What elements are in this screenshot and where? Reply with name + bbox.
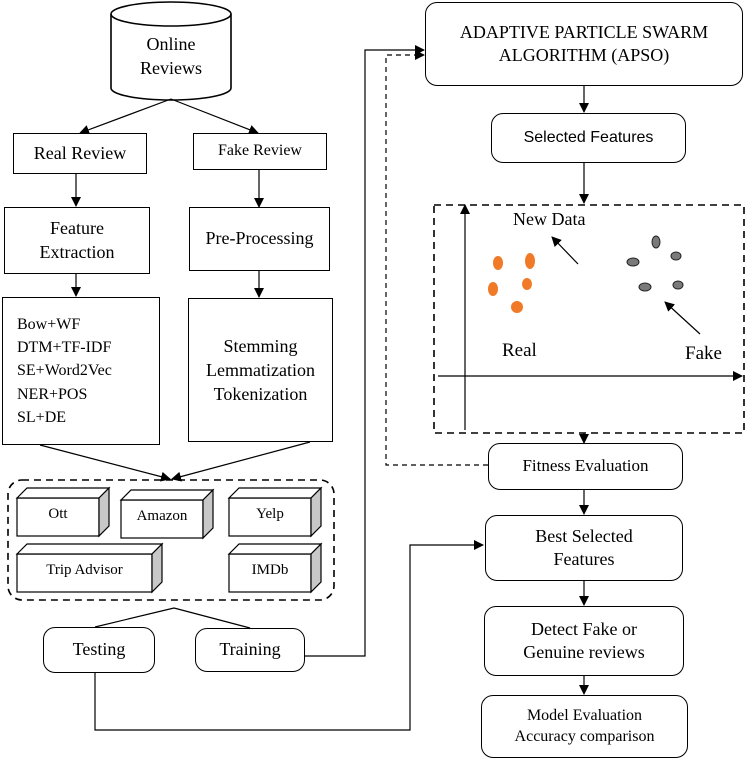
training-box: Training [195, 628, 305, 672]
pre-processing-box: Pre-Processing [189, 207, 330, 271]
model-eval-line2: Accuracy comparison [514, 727, 655, 745]
dataset-yelp-label: Yelp [256, 506, 284, 522]
detect-line1: Detect Fake or [531, 618, 637, 639]
real-cluster-label: Real [502, 340, 537, 361]
new-data-pointer-arrow [551, 236, 579, 265]
fake-point [626, 257, 640, 267]
apso-line2: ALGORITHM (APSO) [498, 45, 670, 65]
detect-reviews-box: Detect Fake or Genuine reviews [484, 606, 684, 676]
fake-review-label: Fake Review [218, 142, 302, 160]
fitness-evaluation-box: Fitness Evaluation [488, 443, 683, 490]
training-label: Training [219, 639, 281, 660]
best-selected-line1: Best Selected [535, 525, 633, 546]
new-data-label: New Data [513, 209, 586, 229]
fake-review-box: Fake Review [193, 133, 327, 170]
online-reviews-database-icon [110, 1, 232, 101]
fake-point [651, 235, 661, 249]
best-selected-line2: Features [553, 549, 615, 569]
online-reviews-line2: Reviews [140, 58, 202, 79]
preprocessing-step: Lemmatization [206, 359, 315, 380]
fake-cluster-label: Fake [685, 343, 722, 364]
real-point [493, 256, 503, 270]
feature-extraction-line1: Feature [50, 218, 104, 239]
dataset-group-border [7, 479, 335, 601]
cube-trip-advisor [15, 542, 164, 594]
dataset-ott-label: Ott [48, 506, 68, 522]
detect-line2: Genuine reviews [523, 642, 645, 662]
real-point [511, 301, 523, 313]
apso-box: ADAPTIVE PARTICLE SWARM ALGORITHM (APSO) [425, 2, 743, 86]
best-selected-features-box: Best Selected Features [485, 515, 683, 581]
feature-methods-box: Bow+WF DTM+TF-IDF SE+Word2Vec NER+POS SL… [2, 297, 160, 445]
real-review-box: Real Review [13, 133, 147, 174]
fake-point [672, 280, 684, 290]
fitness-evaluation-label: Fitness Evaluation [522, 456, 649, 476]
online-reviews-line1: Online [146, 34, 196, 54]
arrow-to-real-review [79, 98, 172, 135]
feature-extraction-box: Feature Extraction [4, 207, 150, 274]
selected-features-box: Selected Features [491, 113, 686, 163]
online-reviews-label: Online Reviews [111, 32, 231, 81]
real-point [522, 278, 532, 290]
testing-label: Testing [72, 639, 126, 660]
scatter-panel-border [433, 204, 745, 434]
line-to-testing [94, 607, 175, 628]
model-evaluation-box: Model Evaluation Accuracy comparison [481, 695, 688, 758]
pre-processing-label: Pre-Processing [205, 228, 314, 249]
arrow-testing-to-best-features [94, 540, 484, 731]
feature-method: NER+POS [17, 385, 88, 403]
real-points [488, 253, 535, 313]
arrow-to-fake-review [170, 98, 259, 135]
feature-extraction-line2: Extraction [39, 241, 115, 262]
arrow-preprocessing-to-datasets [171, 441, 311, 482]
fake-points [626, 235, 684, 292]
cube-imdb [227, 542, 323, 594]
feature-method: DTM+TF-IDF [17, 339, 112, 357]
feature-method: Bow+WF [17, 316, 81, 334]
feature-method: SE+Word2Vec [17, 362, 112, 380]
real-point [488, 282, 498, 296]
fake-point [670, 251, 682, 261]
cube-yelp [227, 486, 323, 538]
testing-box: Testing [43, 627, 155, 673]
cube-amazon [119, 488, 215, 540]
line-to-training [173, 607, 251, 629]
preprocessing-step: Tokenization [213, 384, 308, 405]
real-point [525, 253, 535, 269]
dataset-amazon-label: Amazon [136, 508, 188, 524]
arrow-features-to-datasets [39, 444, 171, 482]
selected-features-label: Selected Features [523, 128, 654, 146]
model-eval-line1: Model Evaluation [526, 706, 643, 724]
arrow-training-to-apso [305, 45, 425, 657]
dataset-imdb-label: IMDb [251, 562, 289, 578]
real-review-label: Real Review [33, 142, 127, 163]
arrow-fitness-feedback-to-apso [385, 50, 488, 466]
apso-line1: ADAPTIVE PARTICLE SWARM [459, 21, 709, 42]
dataset-trip-advisor-label: Trip Advisor [46, 562, 123, 578]
feature-method: SL+DE [17, 408, 67, 426]
fake-point [638, 282, 652, 292]
cube-ott [15, 486, 111, 538]
preprocessing-step: Stemming [223, 335, 298, 356]
preprocessing-steps-box: Stemming Lemmatization Tokenization [188, 298, 333, 442]
fake-cluster-pointer-arrow [664, 301, 701, 335]
